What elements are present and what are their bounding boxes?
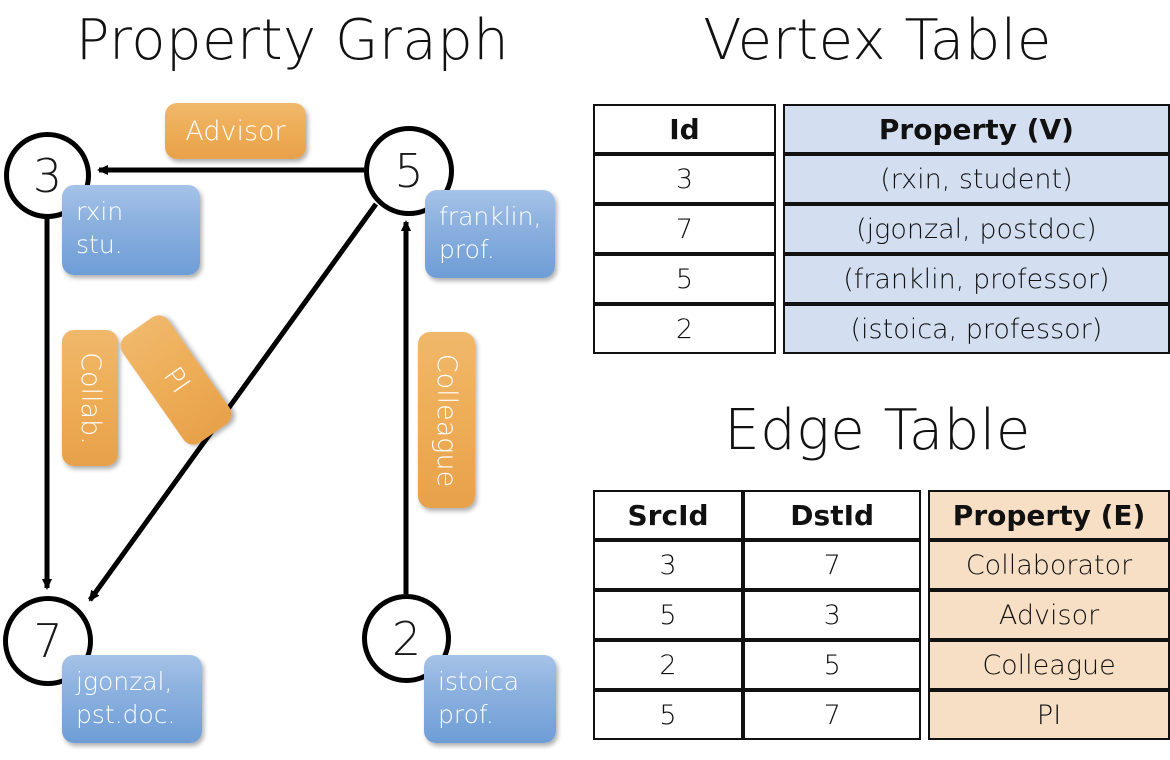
edge-table-column-gap <box>921 490 928 540</box>
node-property-5-line1: franklin, <box>439 202 542 231</box>
node-property-2-line2: prof. <box>438 700 494 729</box>
vertex-cell-property: (rxin, student) <box>782 154 1170 204</box>
node-property-7-line1: jgonzal, <box>76 667 173 696</box>
edge-cell-property: Colleague <box>928 640 1170 690</box>
graph-node-5-label: 5 <box>394 144 424 198</box>
node-property-3-line2: stu. <box>76 230 123 259</box>
vertex-table-column-gap <box>776 304 783 354</box>
table-row[interactable]: 5 3 Advisor <box>593 590 1170 640</box>
edge-table-header-dstid: DstId <box>743 490 922 540</box>
edge-cell-dstid: 3 <box>743 590 922 640</box>
vertex-cell-property: (istoica, professor) <box>782 304 1170 354</box>
node-property-box-5: franklin, prof. <box>425 190 555 278</box>
edge-cell-srcid: 2 <box>593 640 744 690</box>
page-title-vertex-table: Vertex Table <box>703 8 1052 73</box>
vertex-table-column-gap <box>776 254 783 304</box>
edge-cell-property: Collaborator <box>928 540 1170 590</box>
graph-node-2-label: 2 <box>391 611 422 666</box>
table-row[interactable]: 5 7 PI <box>593 690 1170 740</box>
edge-cell-property: Advisor <box>928 590 1170 640</box>
edge-cell-srcid: 5 <box>593 590 744 640</box>
vertex-table-header-property: Property (V) <box>782 104 1170 154</box>
edge-table-column-gap <box>921 640 928 690</box>
edge-label-collab-text: Collab. <box>74 351 106 445</box>
edge-label-colleague: Colleague <box>418 332 475 508</box>
table-row[interactable]: 3 (rxin, student) <box>593 154 1170 204</box>
graph-node-5[interactable]: 5 <box>364 126 454 216</box>
node-property-box-3: rxin stu. <box>62 185 200 275</box>
edge-cell-dstid: 7 <box>743 690 922 740</box>
graph-edges-svg <box>42 165 411 602</box>
table-row[interactable]: 2 5 Colleague <box>593 640 1170 690</box>
vertex-cell-property: (jgonzal, postdoc) <box>782 204 1170 254</box>
table-row[interactable]: 7 (jgonzal, postdoc) <box>593 204 1170 254</box>
edge-table-header-srcid: SrcId <box>593 490 744 540</box>
table-row[interactable]: 5 (franklin, professor) <box>593 254 1170 304</box>
node-property-box-7: jgonzal, pst.doc. <box>62 655 202 743</box>
edge-table: SrcId DstId Property (E) 3 7 Collaborato… <box>593 490 1170 740</box>
vertex-table: Id Property (V) 3 (rxin, student) 7 (jgo… <box>593 104 1170 354</box>
node-property-7-line2: pst.doc. <box>76 700 176 729</box>
graph-node-3-label: 3 <box>32 148 63 203</box>
edge-table-column-gap <box>921 540 928 590</box>
edge-label-advisor-text: Advisor <box>185 115 286 147</box>
vertex-cell-id: 5 <box>593 254 776 304</box>
edge-pi-5-to-7 <box>87 202 379 602</box>
vertex-cell-id: 3 <box>593 154 776 204</box>
edge-label-advisor: Advisor <box>165 103 306 159</box>
vertex-cell-id: 2 <box>593 304 776 354</box>
edge-table-header-row: SrcId DstId Property (E) <box>593 490 1170 540</box>
node-property-5-line2: prof. <box>439 235 495 264</box>
graph-node-2[interactable]: 2 <box>362 594 451 683</box>
page-title-edge-table: Edge Table <box>724 398 1031 463</box>
edge-label-colleague-text: Colleague <box>431 353 462 487</box>
table-row[interactable]: 3 7 Collaborator <box>593 540 1170 590</box>
vertex-cell-id: 7 <box>593 204 776 254</box>
edge-cell-srcid: 3 <box>593 540 744 590</box>
edge-cell-property: PI <box>928 690 1170 740</box>
edge-cell-srcid: 5 <box>593 690 744 740</box>
vertex-table-column-gap <box>776 154 783 204</box>
edge-label-collab: Collab. <box>62 330 118 466</box>
vertex-table-header-row: Id Property (V) <box>593 104 1170 154</box>
vertex-cell-property: (franklin, professor) <box>782 254 1170 304</box>
node-property-2-line1: istoica <box>438 667 520 696</box>
page-title-property-graph: Property Graph <box>75 8 510 73</box>
vertex-table-column-gap <box>776 204 783 254</box>
graph-node-7-label: 7 <box>33 614 63 668</box>
node-property-box-2: istoica prof. <box>424 655 556 743</box>
edge-table-header-property: Property (E) <box>928 490 1170 540</box>
table-row[interactable]: 2 (istoica, professor) <box>593 304 1170 354</box>
property-graph-diagram: 3 5 7 2 rxin stu. franklin, prof. jgonza… <box>3 103 556 743</box>
edge-table-column-gap <box>921 590 928 640</box>
edge-cell-dstid: 5 <box>743 640 922 690</box>
edge-table-column-gap <box>921 690 928 740</box>
vertex-table-header-id: Id <box>593 104 776 154</box>
vertex-table-column-gap <box>776 104 783 154</box>
node-property-3-line1: rxin <box>76 197 124 226</box>
edge-label-pi-text: PI <box>156 361 196 399</box>
edge-cell-dstid: 7 <box>743 540 922 590</box>
